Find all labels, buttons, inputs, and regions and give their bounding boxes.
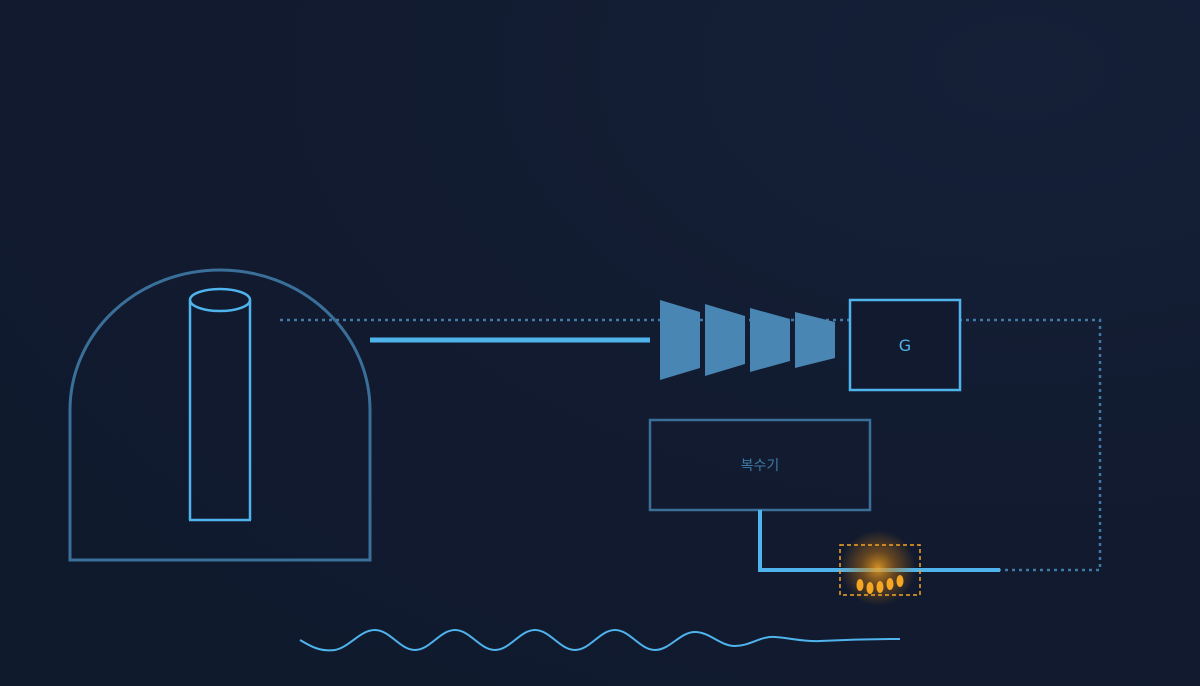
pump-heater-icon — [839, 530, 921, 606]
containment-dome-icon — [68, 268, 372, 562]
water-wave-icon — [299, 628, 901, 652]
generator-label: G — [898, 335, 912, 355]
condenser-label: 복수기 — [740, 458, 780, 474]
steam-turbine-icon — [660, 300, 835, 380]
dotted-loop-line — [280, 318, 1102, 572]
generator-box — [848, 298, 962, 392]
reactor-vessel-icon — [188, 287, 252, 522]
